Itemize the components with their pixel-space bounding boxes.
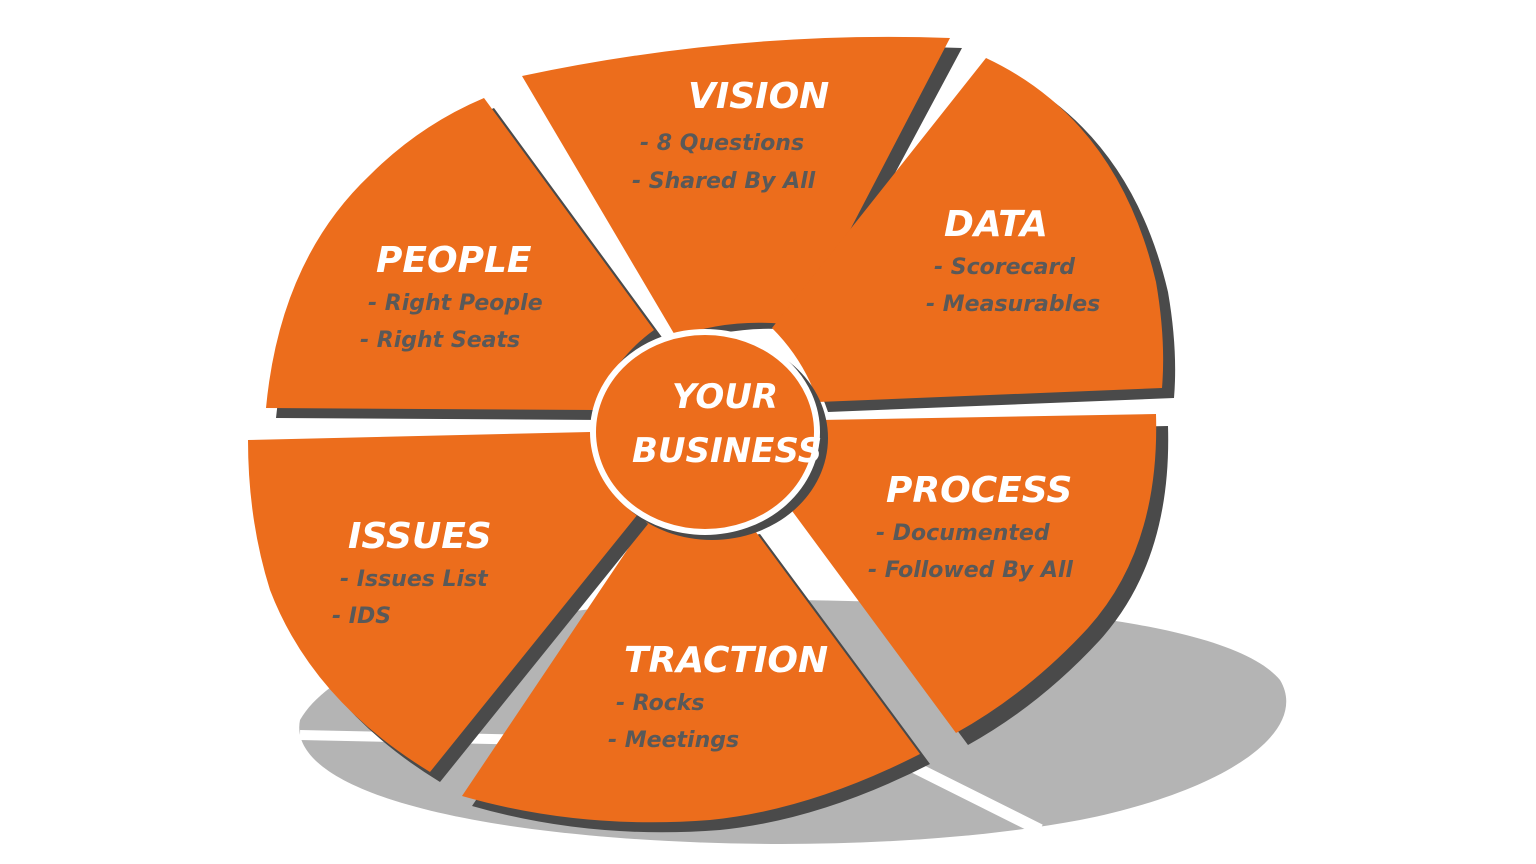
segment-vision-item-1: - 8 Questions [640,131,804,156]
segment-issues-item-2: - IDS [332,604,391,629]
hub-circle [590,329,820,535]
segment-vision: VISION - 8 Questions - Shared By All [522,36,962,344]
segment-issues: ISSUES - Issues List - IDS [248,432,648,782]
segment-vision-item-2: - Shared By All [632,169,816,194]
segment-traction-shape [462,522,920,823]
segment-traction-item-2: - Meetings [608,728,739,753]
segment-data-shape [772,58,1164,402]
segment-traction-item-1: - Rocks [616,691,705,716]
segment-process-item-1: - Documented [876,521,1050,546]
segment-people: PEOPLE - Right People - Right Seats [266,98,664,420]
segment-process-shape [784,414,1157,733]
segment-process-item-2: - Followed By All [868,558,1073,583]
segment-people-shape [266,98,654,410]
segment-traction-title: TRACTION [624,640,828,681]
segment-data-title: DATA [944,204,1048,245]
segment-process: PROCESS - Documented - Followed By All [784,414,1169,745]
hub-line-2: BUSINESS [632,431,822,471]
hub: YOUR BUSINESS [590,329,828,540]
segment-people-title: PEOPLE [376,240,532,281]
segment-vision-shape [522,36,950,337]
segment-process-title: PROCESS [886,470,1072,511]
segment-issues-item-1: - Issues List [340,567,489,592]
segment-people-item-2: - Right Seats [360,328,520,353]
segment-issues-title: ISSUES [348,516,492,557]
segment-traction: TRACTION - Rocks - Meetings [462,522,930,833]
segment-vision-title: VISION [688,76,829,117]
segment-data: DATA - Scorecard - Measurables [772,58,1176,412]
floor-shadow-gap-2 [897,754,1043,836]
segment-data-item-2: - Measurables [926,292,1100,317]
segment-data-item-1: - Scorecard [934,255,1075,280]
segment-people-item-1: - Right People [368,291,543,316]
segment-issues-shape [248,432,638,772]
hub-line-1: YOUR [672,377,778,417]
